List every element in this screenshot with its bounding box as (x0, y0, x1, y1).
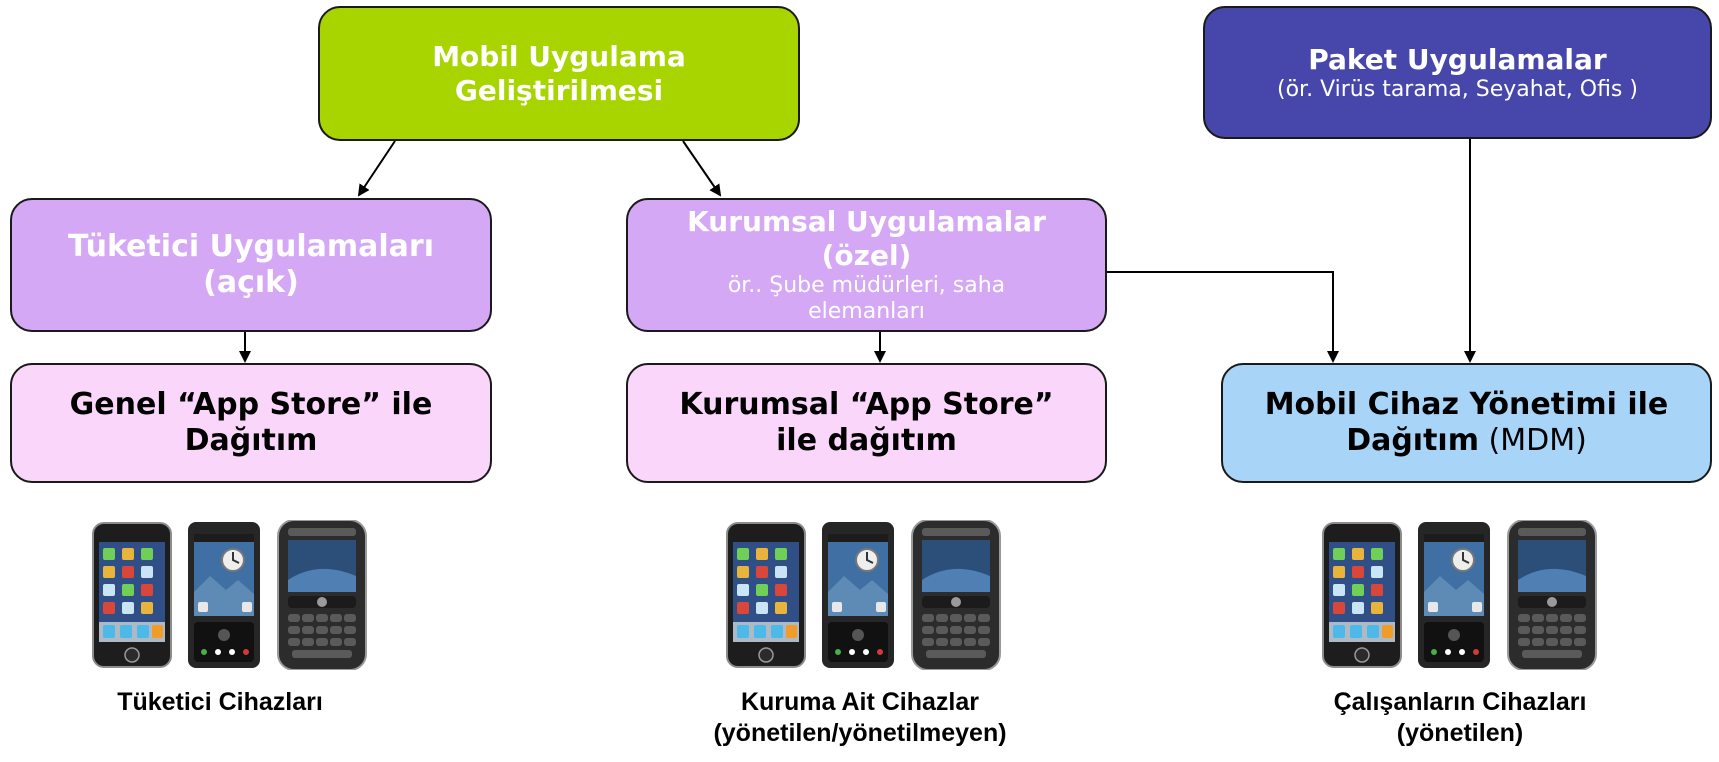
public-app-store-title: Genel “App Store” ile Dağıtım (69, 387, 433, 458)
enterprise-devices-image (726, 520, 1001, 670)
consumer-devices-caption: Tüketici Cihazları (117, 688, 323, 716)
mdm-title-distribution: Dağıtım (1346, 423, 1479, 458)
enterprise-app-store-title: Kurumsal “App Store” ile dağıtım (679, 387, 1054, 458)
consumer-devices-image (92, 520, 367, 670)
mdm-node: Mobil Cihaz Yönetimi ile Dağıtım (MDM) (1221, 363, 1712, 483)
mobile-app-development-title: Mobil Uygulama Geliştirilmesi (432, 39, 686, 107)
consumer-apps-title: Tüketici Uygulamaları (açık) (68, 229, 434, 300)
enterprise-apps-node: Kurumsal Uygulamalar (özel) ör.. Şube mü… (626, 198, 1107, 332)
mdm-title-line2: Dağıtım (MDM) (1346, 423, 1587, 459)
arrow-dev-to-enterprise (682, 140, 722, 197)
consumer-apps-node: Tüketici Uygulamaları (açık) (10, 198, 492, 332)
enterprise-devices-caption: Kuruma Ait Cihazlar (yönetilen/yönetilme… (713, 688, 1007, 747)
arrow-dev-to-consumer (357, 140, 396, 197)
employee-devices-image (1322, 520, 1597, 670)
enterprise-apps-examples: ör.. Şube müdürleri, saha elemanları (727, 273, 1006, 324)
mdm-title-line1: Mobil Cihaz Yönetimi ile (1264, 387, 1669, 422)
packaged-apps-title: Paket Uygulamalar (1308, 42, 1607, 76)
arrow-enterprise-to-mdm (1105, 271, 1339, 363)
packaged-apps-examples: (ör. Virüs tarama, Seyahat, Ofis ) (1277, 76, 1638, 102)
packaged-apps-node: Paket Uygulamalar (ör. Virüs tarama, Sey… (1203, 6, 1712, 139)
mobile-app-development-node: Mobil Uygulama Geliştirilmesi (318, 6, 800, 141)
enterprise-apps-title: Kurumsal Uygulamalar (özel) (687, 205, 1046, 272)
employee-devices-caption: Çalışanların Cihazları (yönetilen) (1333, 688, 1587, 747)
enterprise-app-store-node: Kurumsal “App Store” ile dağıtım (626, 363, 1107, 483)
mdm-abbreviation: (MDM) (1478, 423, 1587, 458)
public-app-store-node: Genel “App Store” ile Dağıtım (10, 363, 492, 483)
